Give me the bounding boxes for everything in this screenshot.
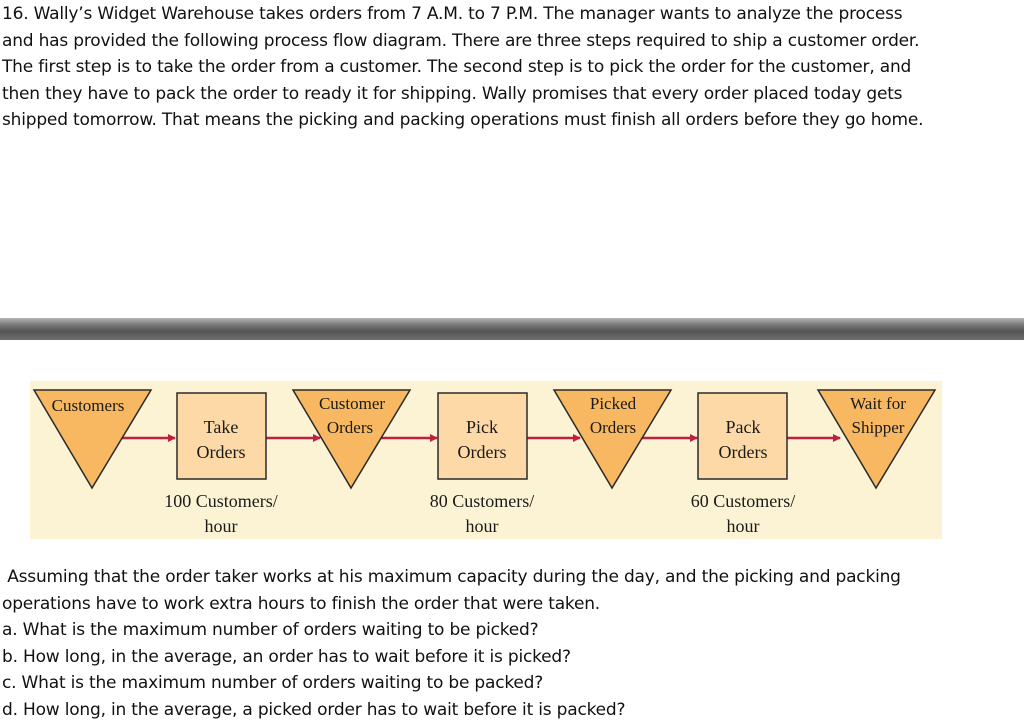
inventory-label: Customers (52, 396, 125, 415)
capacity-label: hour (727, 516, 760, 536)
process-label: Orders (458, 442, 507, 462)
intro-line: and has provided the following process f… (2, 30, 920, 51)
inventory-triangle (816, 389, 937, 490)
process-label: Pack (726, 417, 761, 437)
process-label: Pick (466, 417, 498, 437)
problem-statement: 16. Wally’s Widget Warehouse takes order… (2, 1, 1018, 134)
process-flow-diagram: Customers Customer Orders Picked Orders … (30, 381, 942, 539)
question-line: c. What is the maximum number of orders … (2, 673, 544, 693)
question-line: a. What is the maximum number of orders … (2, 620, 539, 640)
inventory-label: Wait for (850, 394, 906, 413)
capacity-label: hour (205, 516, 238, 536)
process-box (176, 392, 267, 480)
intro-line: then they have to pack the order to read… (2, 83, 903, 104)
capacity-label: 100 Customers/ (164, 491, 278, 511)
inventory-triangle (291, 389, 412, 490)
question-line: d. How long, in the average, a picked or… (2, 699, 626, 720)
intro-line: The first step is to take the order from… (2, 57, 912, 77)
process-flow-svg: Customers Customer Orders Picked Orders … (32, 389, 937, 536)
question-line: b. How long, in the average, an order ha… (2, 646, 571, 667)
inventory-label: Shipper (852, 418, 905, 437)
inventory-label: Picked (590, 394, 637, 413)
intro-line: 16. Wally’s Widget Warehouse takes order… (2, 4, 903, 24)
process-label: Orders (197, 442, 246, 462)
capacity-label: 80 Customers/ (430, 491, 535, 511)
process-box (697, 392, 788, 480)
question-line: Assuming that the order taker works at h… (2, 567, 901, 587)
question-list: Assuming that the order taker works at h… (2, 564, 1018, 723)
process-label: Take (204, 417, 239, 437)
capacity-label: hour (466, 516, 499, 536)
inventory-label: Orders (590, 418, 636, 437)
question-line: operations have to work extra hours to f… (2, 593, 600, 614)
process-box (437, 392, 528, 480)
process-label: Orders (719, 442, 768, 462)
inventory-label: Customer (319, 394, 385, 413)
capacity-label: 60 Customers/ (691, 491, 796, 511)
intro-line: shipped tomorrow. That means the picking… (2, 110, 924, 130)
inventory-label: Orders (327, 418, 373, 437)
inventory-triangle (32, 389, 153, 490)
section-divider-bar (0, 318, 1024, 340)
inventory-triangle (552, 389, 673, 490)
